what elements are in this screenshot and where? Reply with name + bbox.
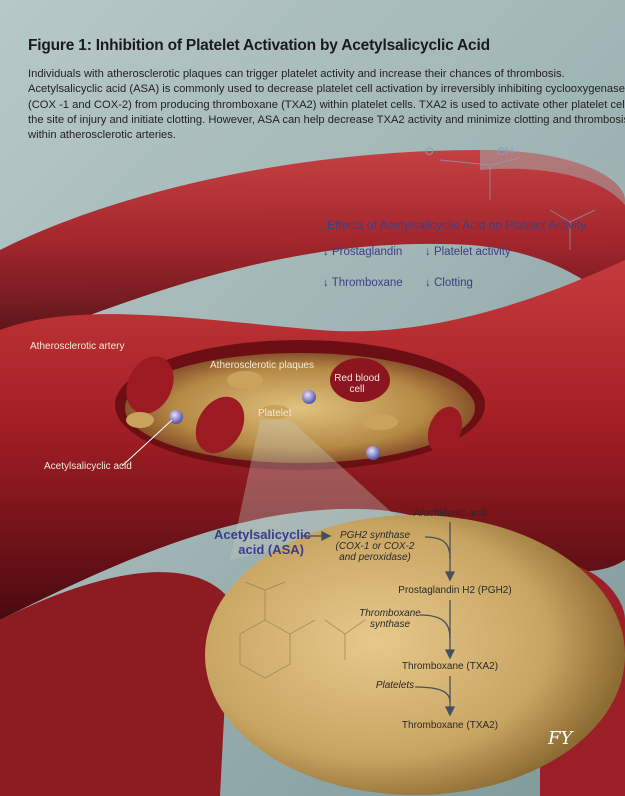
red-blood-cell bbox=[330, 358, 390, 402]
label-plaques: Atherosclerotic plaques bbox=[210, 360, 314, 371]
aspirin-structure-faint bbox=[439, 157, 596, 250]
down-arrow-icon: ↓ bbox=[323, 246, 329, 258]
label-asa: Acetylsalicyclic acid bbox=[44, 461, 132, 472]
molecule-oh: OH bbox=[497, 146, 514, 158]
figure-title: Figure 1: Inhibition of Platelet Activat… bbox=[28, 37, 490, 54]
effect-clotting: ↓ Clotting bbox=[425, 277, 473, 289]
label-artery: Atherosclerotic artery bbox=[30, 341, 125, 352]
asa-molecule bbox=[302, 390, 316, 404]
aspirin-structure bbox=[239, 581, 366, 679]
down-arrow-icon: ↓ bbox=[323, 277, 329, 289]
intro-line: Acetylsalicyclic acid (ASA) is commonly … bbox=[28, 83, 625, 96]
effect-prostaglandin: ↓ Prostaglandin bbox=[323, 246, 403, 258]
artist-signature: FY bbox=[548, 728, 573, 749]
artery-upper-loop bbox=[0, 150, 625, 350]
intro-paragraph: Individuals with atherosclerotic plaques… bbox=[28, 67, 625, 143]
intro-line: Individuals with atherosclerotic plaques… bbox=[28, 68, 565, 80]
intro-line: (COX -1 and COX-2) from producing thromb… bbox=[28, 98, 625, 111]
enzyme-pgh2-synthase: PGH2 synthase (COX-1 or COX-2 and peroxi… bbox=[335, 530, 415, 563]
red-blood-cell bbox=[126, 356, 174, 414]
intro-line: the site of injury and initiate clotting… bbox=[28, 113, 625, 126]
down-arrow-icon: ↓ bbox=[425, 277, 431, 289]
pathway-drug: Acetylsalicyclic acid (ASA) bbox=[214, 527, 311, 557]
platelet-zoom bbox=[205, 515, 625, 795]
plaque bbox=[126, 412, 154, 428]
intro-line: within atherosclerotic arteries. bbox=[28, 129, 176, 142]
red-blood-cell bbox=[427, 406, 463, 454]
label-platelet: Platelet bbox=[258, 408, 292, 419]
pathway-arrows bbox=[302, 522, 456, 717]
enzyme-platelets: Platelets bbox=[375, 680, 415, 691]
label-rbc: Red blood cell bbox=[334, 373, 380, 395]
plaque bbox=[227, 371, 263, 389]
asa-molecule bbox=[169, 410, 183, 424]
down-arrow-icon: ↓ bbox=[425, 246, 431, 258]
molecule-o: O bbox=[425, 146, 434, 158]
red-blood-cell bbox=[195, 396, 245, 454]
step-txa2: Thromboxane (TXA2) bbox=[401, 661, 499, 672]
effect-platelet-activity: ↓ Platelet activity bbox=[425, 246, 511, 258]
effect-thromboxane: ↓ Thromboxane bbox=[323, 277, 403, 289]
enzyme-thromboxane-synthase: Thromboxane synthase bbox=[359, 608, 421, 630]
step-arachidonic: Arachidonic acid bbox=[413, 508, 487, 519]
effects-title: Effects of Acetylsalicyclic Acid on Plat… bbox=[327, 218, 587, 232]
plaque bbox=[260, 405, 290, 419]
plaque bbox=[362, 414, 398, 430]
step-txa2-final: Thromboxane (TXA2) bbox=[401, 720, 499, 731]
asa-molecule bbox=[366, 446, 380, 460]
step-pgh2: Prostaglandin H2 (PGH2) bbox=[398, 585, 512, 596]
